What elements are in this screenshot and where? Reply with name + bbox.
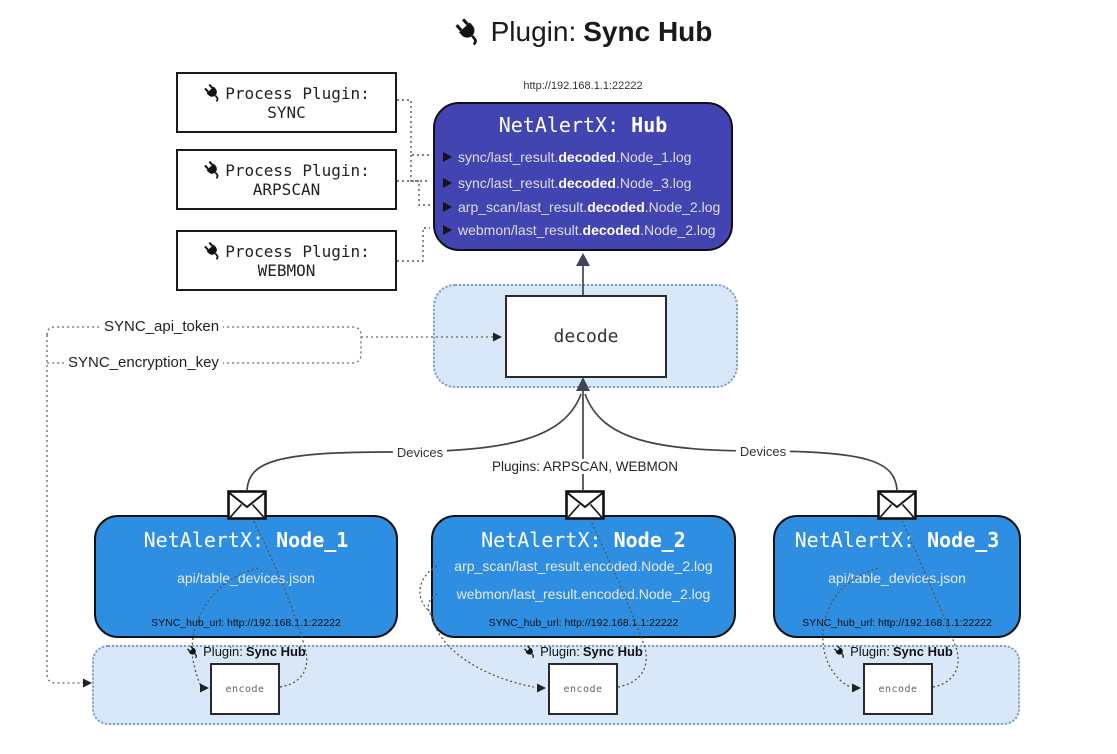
process-plugin-name: ARPSCAN xyxy=(252,180,321,199)
edge-label-devices-right: Devices xyxy=(735,444,791,459)
edge-webmon-to-hub xyxy=(397,227,430,262)
node2-box: NetAlertX: Node_2 arp_scan/last_result.e… xyxy=(431,515,736,638)
node2-file: arp_scan/last_result.encoded.Node_2.log xyxy=(454,558,713,574)
node3-hub-url: SYNC_hub_url: http://192.168.1.1:22222 xyxy=(802,617,992,629)
process-plugin-name: SYNC xyxy=(267,103,306,122)
node3-box: NetAlertX: Node_3 api/table_devices.json… xyxy=(773,515,1021,638)
node1-file: api/table_devices.json xyxy=(177,570,315,586)
plug-icon xyxy=(523,645,537,659)
edge-sync-to-hub1 xyxy=(397,99,430,156)
page-title: Plugin: Sync Hub xyxy=(454,16,713,48)
decode-box: decode xyxy=(505,295,667,378)
plug-icon xyxy=(454,17,484,47)
process-plugin-sync-box: Process Plugin: SYNC xyxy=(176,72,397,133)
node2-hub-url: SYNC_hub_url: http://192.168.1.1:22222 xyxy=(488,617,679,629)
plug-icon xyxy=(203,160,223,180)
edge-label-plugins: Plugins: ARPSCAN, WEBMON xyxy=(487,459,683,474)
plug-icon xyxy=(203,83,223,103)
arrowhead-icon xyxy=(443,225,452,235)
node1-title: NetAlertX: Node_1 xyxy=(143,528,349,552)
encode1-box: encode xyxy=(210,663,280,715)
node3-file: api/table_devices.json xyxy=(828,570,966,586)
hub-file-line: webmon/last_result.decoded.Node_2.log xyxy=(443,218,727,242)
process-plugin-label: Process Plugin: xyxy=(225,160,370,180)
hub-box: NetAlertX: Hub sync/last_result.decoded.… xyxy=(433,102,733,251)
edge-arpscan-to-hub xyxy=(397,180,430,206)
process-plugin-label: Process Plugin: xyxy=(225,241,370,261)
hub-file-line: sync/last_result.decoded.Node_1.log xyxy=(443,145,727,169)
encode3-box: encode xyxy=(863,663,933,715)
plug-icon xyxy=(203,241,223,261)
arrowhead-icon xyxy=(443,202,452,212)
node2-title: NetAlertX: Node_2 xyxy=(481,528,686,552)
process-plugin-name: WEBMON xyxy=(257,261,316,280)
encoder1-plugin-label: Plugin: Sync Hub xyxy=(186,644,306,659)
encoder3-plugin-label: Plugin: Sync Hub xyxy=(833,644,953,659)
process-plugin-webmon-box: Process Plugin: WEBMON xyxy=(176,230,397,291)
edge-sync-to-hub2 xyxy=(410,155,430,182)
encoder2-plugin-label: Plugin: Sync Hub xyxy=(523,644,643,659)
node1-hub-url: SYNC_hub_url: http://192.168.1.1:22222 xyxy=(151,617,341,629)
hub-file-line: sync/last_result.decoded.Node_3.log xyxy=(443,171,727,195)
envelope-icon xyxy=(877,490,917,520)
hub-file-line: arp_scan/last_result.decoded.Node_2.log xyxy=(443,195,727,219)
node3-title: NetAlertX: Node_3 xyxy=(794,528,1000,552)
arrowhead-icon xyxy=(443,152,452,162)
process-plugin-arpscan-box: Process Plugin: ARPSCAN xyxy=(176,149,397,210)
envelope-icon xyxy=(565,490,605,520)
plug-icon xyxy=(186,645,200,659)
node2-file: webmon/last_result.encoded.Node_2.log xyxy=(456,586,711,602)
arrowhead-icon xyxy=(443,178,452,188)
page-title-name: Sync Hub xyxy=(583,16,713,47)
node1-box: NetAlertX: Node_1 api/table_devices.json… xyxy=(94,515,398,638)
edge-node1-to-decode xyxy=(246,393,582,491)
encode2-box: encode xyxy=(548,663,618,715)
sync-api-token-label: SYNC_api_token xyxy=(100,318,224,335)
envelope-icon xyxy=(227,490,267,520)
edge-key-to-band xyxy=(46,335,84,684)
plug-icon xyxy=(833,645,847,659)
sync-encryption-key-label: SYNC_encryption_key xyxy=(64,354,223,371)
hub-title: NetAlertX: Hub xyxy=(498,113,668,137)
edge-label-devices-left: Devices xyxy=(392,445,448,460)
edge-node3-to-decode xyxy=(584,393,898,491)
process-plugin-label: Process Plugin: xyxy=(225,83,370,103)
page-title-prefix: Plugin: xyxy=(490,16,577,47)
hub-url-label: http://192.168.1.1:22222 xyxy=(523,80,643,92)
